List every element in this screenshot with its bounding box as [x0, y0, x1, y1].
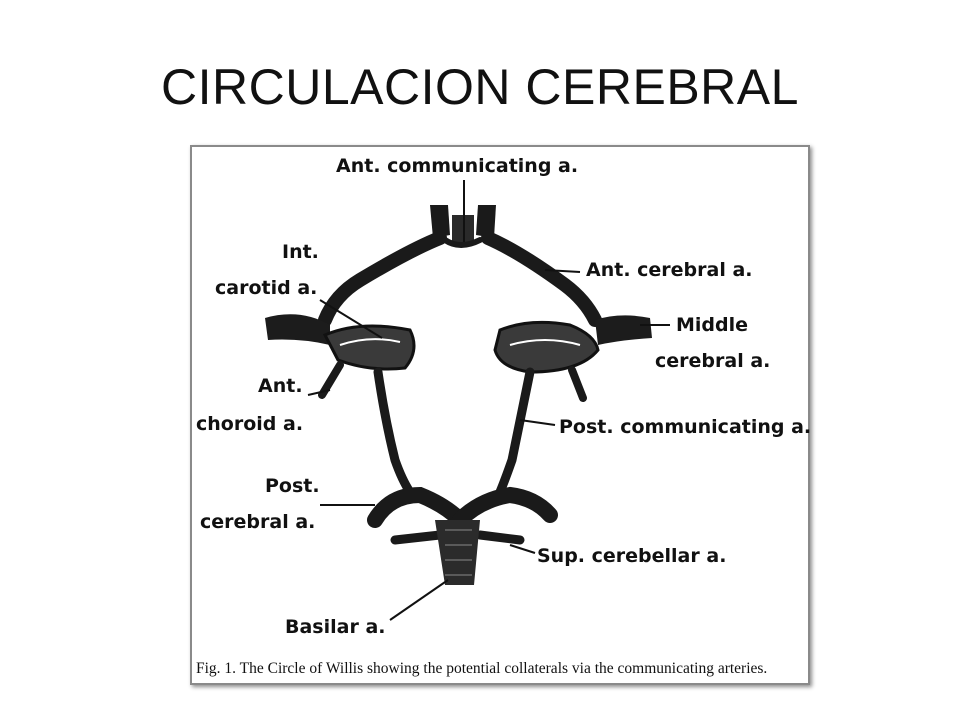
label-post-cerebral-2: cerebral a. — [200, 511, 315, 533]
ant-cerebral-artery — [318, 231, 602, 327]
ant-choroid-artery — [318, 361, 344, 399]
label-middle-cerebral-1: Middle — [676, 314, 748, 336]
sup-cerebellar-artery — [390, 530, 525, 545]
label-ant-choroid-2: choroid a. — [196, 413, 303, 435]
label-ant-choroid-1: Ant. — [258, 375, 303, 397]
label-ant-communicating: Ant. communicating a. — [336, 155, 578, 177]
figure-frame — [190, 145, 810, 685]
post-communicating-artery — [373, 367, 535, 497]
label-int-carotid-1: Int. — [282, 241, 319, 263]
leader-lines — [307, 269, 670, 621]
label-basilar: Basilar a. — [285, 616, 385, 638]
int-carotid-artery — [265, 314, 416, 371]
label-sup-cerebellar: Sup. cerebellar a. — [537, 545, 726, 567]
post-cerebral-artery — [367, 486, 558, 528]
basilar-artery — [435, 520, 480, 585]
ant-communicating-artery — [430, 180, 496, 245]
label-ant-cerebral: Ant. cerebral a. — [586, 259, 753, 281]
label-middle-cerebral-2: cerebral a. — [655, 350, 770, 372]
label-post-communicating: Post. communicating a. — [559, 416, 811, 438]
label-post-cerebral-1: Post. — [265, 475, 320, 497]
middle-cerebral-artery — [493, 315, 652, 374]
label-int-carotid-2: carotid a. — [215, 277, 317, 299]
right-ant-choroid-branch — [568, 366, 587, 402]
figure-caption: Fig. 1. The Circle of Willis showing the… — [196, 660, 768, 677]
slide-title: CIRCULACION CEREBRAL — [161, 59, 799, 115]
